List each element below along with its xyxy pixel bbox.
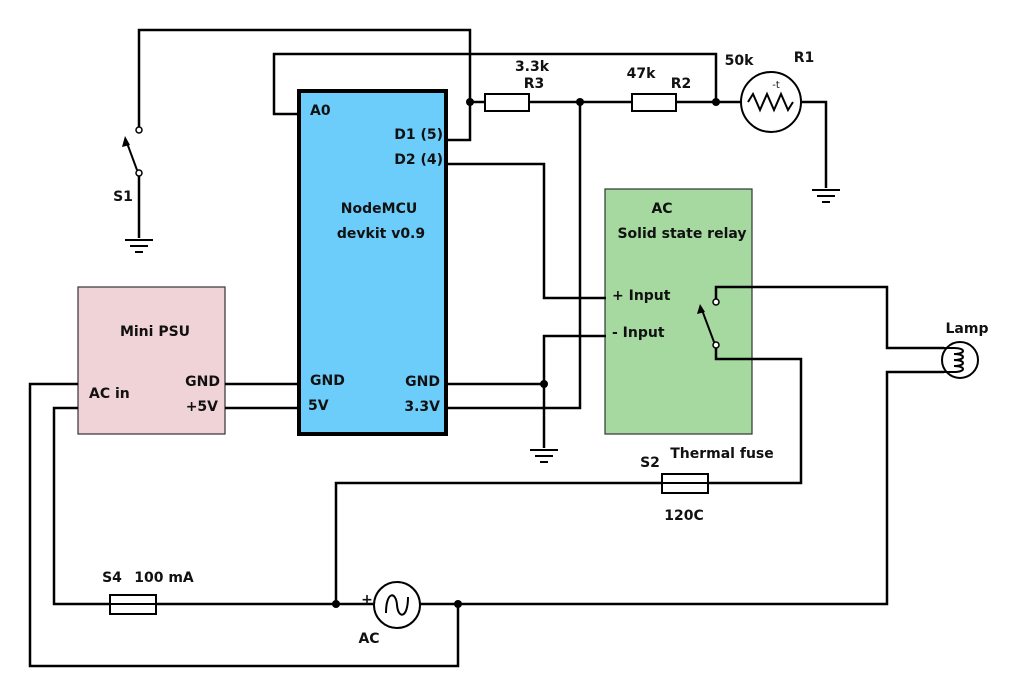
pin-d2-label: D2 (4)	[394, 152, 443, 168]
junction-ac-right	[454, 600, 462, 608]
r1-mark: -t	[772, 80, 780, 91]
ac-sine-icon	[385, 594, 409, 616]
psu-gnd-label: GND	[185, 374, 220, 390]
wire-3v3	[446, 102, 582, 410]
r1-label: R1	[794, 50, 815, 66]
r1-value: 50k	[725, 53, 754, 69]
s2-rating: 120C	[664, 508, 704, 524]
r3-value: 3.3k	[515, 59, 550, 75]
junction-gnd	[540, 380, 548, 388]
thermal-fuse-s2: S2 Thermal fuse 120C	[640, 446, 774, 524]
relay-body	[604, 188, 753, 435]
lamp-label: Lamp	[946, 321, 989, 337]
wire-relay-lamp	[714, 285, 944, 350]
wire-gnd-input	[446, 334, 606, 386]
r2-label: R2	[671, 76, 692, 92]
nodemcu-version: devkit v0.9	[337, 226, 425, 242]
psu-body	[77, 286, 226, 435]
junction-d1-r3	[466, 98, 474, 106]
pin-3v3-label: 3.3V	[404, 399, 440, 415]
resistor-r3: 3.3k R3	[484, 59, 550, 112]
relay-input-minus-label: - Input	[612, 325, 665, 341]
wire-relay-fuse	[708, 348, 803, 485]
wire-s1-d1	[137, 28, 472, 142]
wire-psu-s4	[52, 406, 110, 606]
mini-psu-module: Mini PSU AC in GND +5V	[77, 286, 226, 435]
relay-input-plus-label: + Input	[612, 288, 671, 304]
thermistor-r1: -t 50k R1	[725, 50, 815, 133]
thermistor-r1-zigzag	[747, 91, 794, 113]
pin-a0-label: A0	[310, 103, 331, 119]
wire-d2-input	[446, 162, 606, 300]
relay-contact-bottom	[712, 341, 720, 349]
r3-label: R3	[524, 76, 545, 92]
wire-lamp-ac	[458, 370, 944, 606]
relay-title: AC	[651, 201, 672, 217]
fuse-s4: S4 100 mA	[102, 570, 194, 615]
relay-switch-arrow	[697, 304, 705, 314]
resistor-r2: 47k R2	[627, 66, 692, 112]
lamp: Lamp	[941, 321, 989, 379]
ac-source-label: AC	[358, 631, 379, 647]
pin-5v-label: 5V	[308, 398, 329, 414]
s4-rating: 100 mA	[134, 570, 194, 586]
relay-switch-arm	[701, 309, 715, 343]
lamp-filament	[953, 347, 964, 373]
junction-r2-r1	[712, 98, 720, 106]
s1-label: S1	[113, 189, 133, 205]
s2-label: S2	[640, 455, 660, 471]
relay-subtitle: Solid state relay	[617, 226, 746, 242]
psu-5v-label: +5V	[186, 399, 218, 415]
switch-s1: S1	[113, 126, 143, 205]
ground-symbol-mcu	[530, 449, 558, 463]
nodemcu-name: NodeMCU	[341, 201, 417, 217]
junction-ac-left	[332, 600, 340, 608]
pin-gnd-left-label: GND	[310, 373, 345, 389]
s1-contact-bottom	[135, 169, 143, 177]
psu-name: Mini PSU	[120, 324, 190, 340]
junctions	[332, 98, 720, 608]
nodemcu-body	[297, 89, 448, 436]
pin-gnd-right-label: GND	[405, 374, 440, 390]
s2-name: Thermal fuse	[670, 446, 774, 462]
ground-symbol-r1	[812, 189, 840, 203]
resistor-r3-body	[484, 93, 530, 112]
solid-state-relay: AC Solid state relay + Input - Input	[604, 188, 753, 435]
s1-arm	[126, 142, 138, 171]
junction-r3-r2	[576, 98, 584, 106]
ground-symbol-s1	[125, 239, 153, 253]
wire-ac-in	[28, 382, 460, 668]
psu-ac-in-label: AC in	[89, 386, 130, 402]
relay-contact-top	[712, 298, 720, 306]
ac-source: + AC	[358, 581, 421, 647]
resistor-r2-body	[631, 93, 677, 112]
lamp-leads	[944, 347, 954, 373]
ac-polarity: +	[361, 592, 373, 608]
s1-arrow	[122, 136, 130, 147]
pin-d1-label: D1 (5)	[394, 127, 443, 143]
s1-contact-top	[135, 126, 143, 134]
s4-label: S4	[102, 570, 122, 586]
wire-r1-ground	[800, 100, 828, 188]
wire-fuse-ac	[334, 481, 662, 604]
wire-a0-sense	[272, 52, 718, 116]
nodemcu-module: NodeMCU devkit v0.9 A0 D1 (5) D2 (4) GND…	[297, 89, 448, 436]
wires	[28, 28, 944, 668]
r2-value: 47k	[627, 66, 656, 82]
